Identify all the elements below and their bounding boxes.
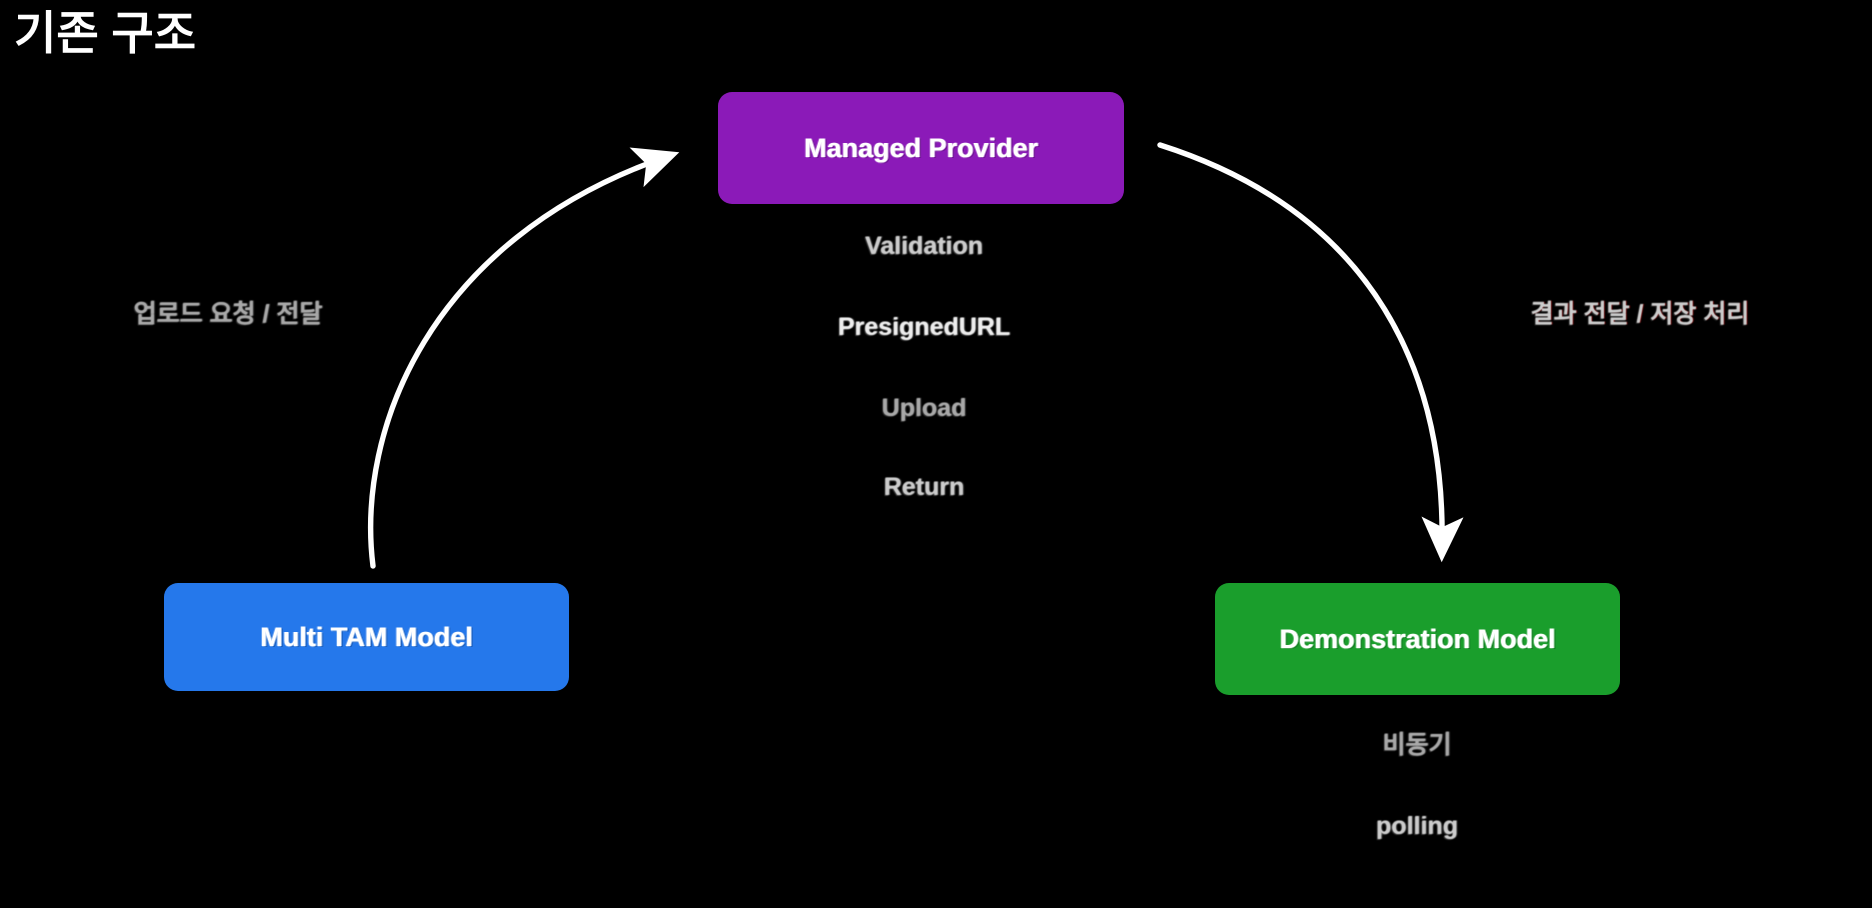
- page-title: 기존 구조: [14, 7, 197, 59]
- process-step-upload: Upload: [881, 394, 967, 422]
- process-step-presigned-url: PresignedURL: [837, 313, 1011, 341]
- node-demonstration-model-label: Demonstration Model: [1279, 623, 1556, 654]
- edge-label-source-to-process: 업로드 요청 / 전달: [133, 300, 323, 328]
- node-multi-tam-model-label: Multi TAM Model: [260, 621, 473, 652]
- target-step-async: 비동기: [1382, 731, 1452, 759]
- node-multi-tam-model[interactable]: Multi TAM Model: [164, 583, 569, 691]
- edge-label-process-to-target: 결과 전달 / 저장 처리: [1530, 300, 1750, 328]
- edge-process-to-target: [1157, 142, 1464, 563]
- node-demonstration-model[interactable]: Demonstration Model: [1215, 583, 1620, 695]
- node-managed-provider-label: Managed Provider: [803, 132, 1039, 163]
- process-step-validation: Validation: [864, 232, 984, 260]
- edge-source-to-process: [368, 147, 680, 569]
- process-step-return: Return: [883, 473, 965, 501]
- node-managed-provider[interactable]: Managed Provider: [718, 92, 1124, 204]
- target-step-polling: polling: [1376, 812, 1458, 840]
